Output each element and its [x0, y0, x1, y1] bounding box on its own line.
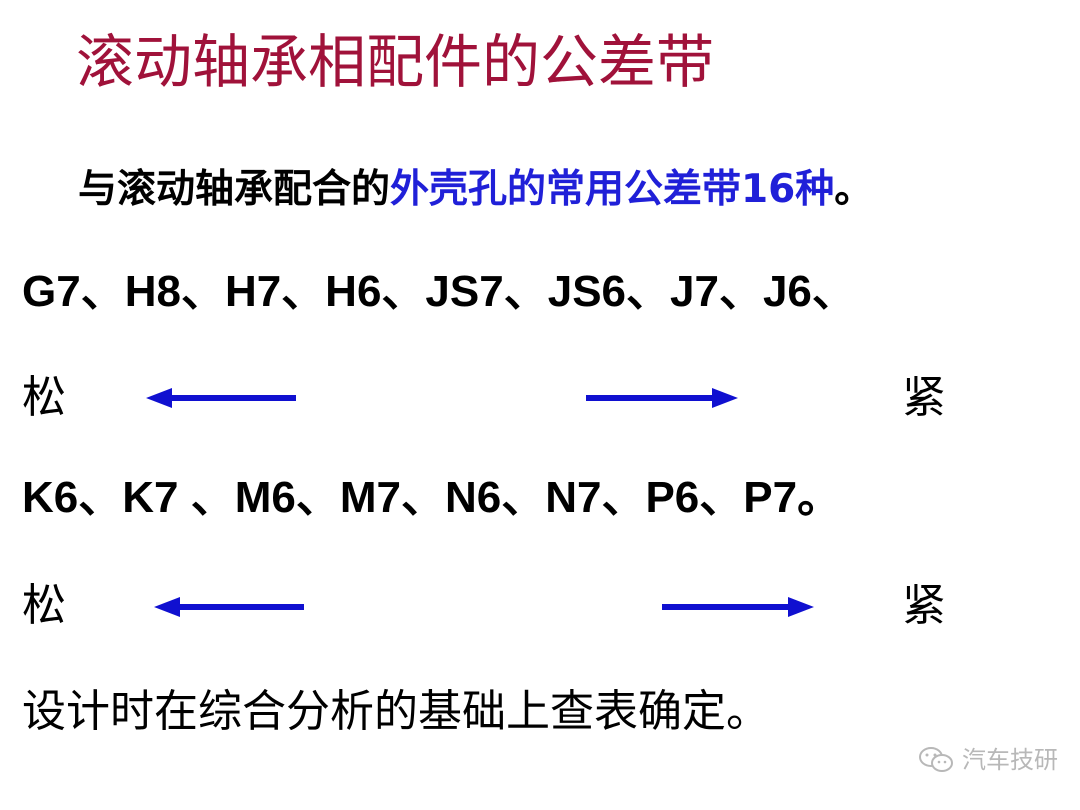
intro-text: 与滚动轴承配合的外壳孔的常用公差带16种。 [78, 160, 873, 220]
wechat-icon [919, 747, 953, 772]
left-arrow-icon [154, 597, 304, 617]
intro-highlight: 外壳孔的常用公差带16种 [390, 167, 835, 212]
intro-prefix: 与滚动轴承配合的 [78, 167, 391, 212]
tolerance-codes-row-2: K6、K7 、M6、M7、N6、N7、P6、P7。 [22, 473, 842, 522]
tight-label-row-2: 紧 [902, 580, 946, 631]
watermark-text: 汽车技研 [962, 746, 1058, 774]
loose-label-row-2: 松 [22, 580, 66, 631]
right-arrow-icon [662, 597, 814, 617]
right-arrow-icon [586, 388, 738, 408]
watermark: 汽车技研 [918, 744, 1058, 776]
slide-title: 滚动轴承相配件的公差带 [76, 28, 715, 96]
tight-label-row-1: 紧 [902, 372, 946, 423]
left-arrow-icon [146, 388, 296, 408]
tolerance-codes-row-1: G7、H8、H7、H6、JS7、JS6、J7、J6、 [22, 267, 856, 316]
conclusion-text: 设计时在综合分析的基础上查表确定。 [22, 686, 770, 737]
intro-suffix: 。 [834, 167, 874, 212]
loose-label-row-1: 松 [22, 372, 66, 423]
